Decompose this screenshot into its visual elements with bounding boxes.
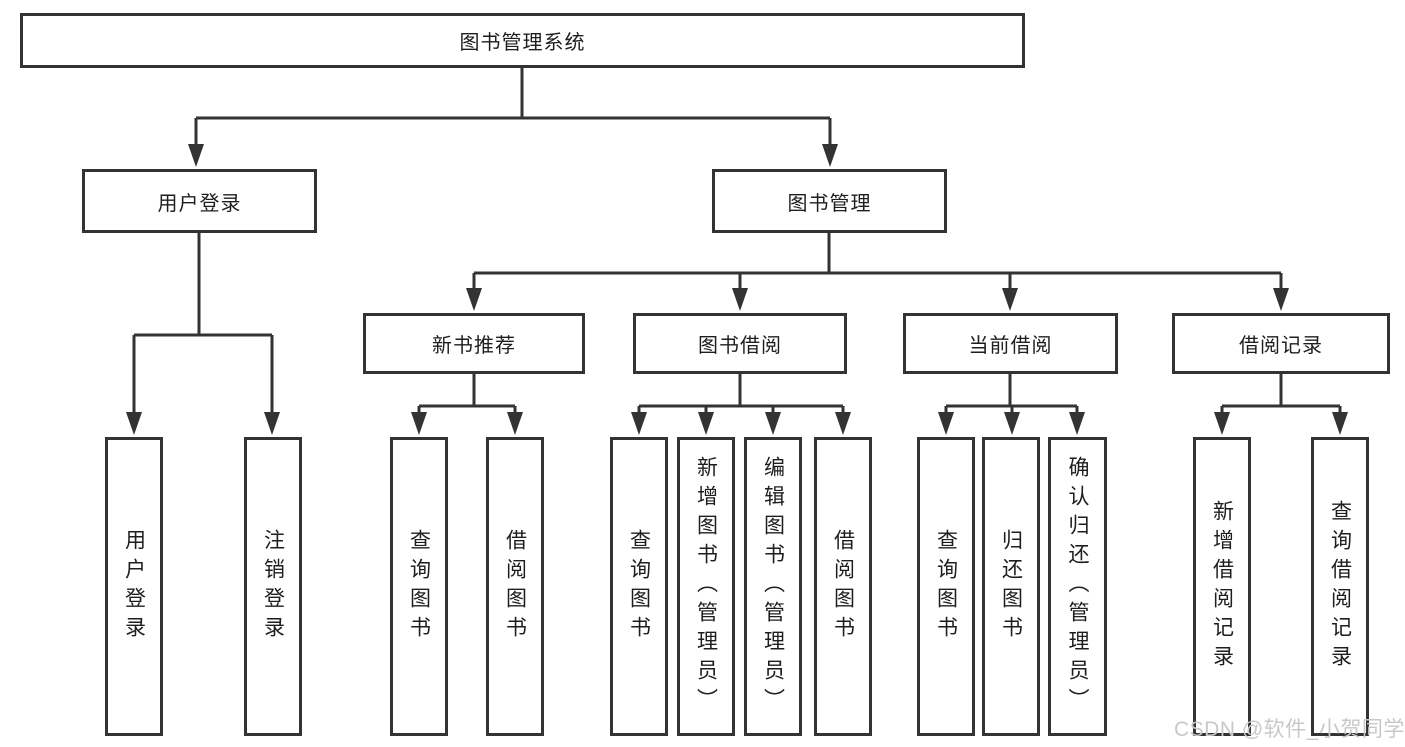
edge-new-book-rec-to-children bbox=[417, 374, 517, 415]
leaf-borrow-books-label: 借阅图书 bbox=[831, 528, 855, 645]
leaf-add-borrow-record: 新增借阅记录 bbox=[1193, 437, 1251, 736]
leaf-query-books-borrow-label: 查询图书 bbox=[627, 528, 651, 645]
node-book-management: 图书管理 bbox=[712, 169, 947, 233]
leaf-confirm-return-admin: 确认归还（管理员） bbox=[1048, 437, 1107, 736]
csdn-watermark: CSDN @软件_小贺同学 bbox=[1174, 718, 1405, 741]
leaf-add-book-admin: 新增图书（管理员） bbox=[677, 437, 735, 736]
edge-current-borrow-to-children bbox=[944, 374, 1079, 415]
leaf-return-book-label: 归还图书 bbox=[999, 528, 1023, 645]
edge-root-to-level2 bbox=[194, 68, 832, 147]
node-current-borrow: 当前借阅 bbox=[903, 313, 1118, 374]
node-system-root: 图书管理系统 bbox=[20, 13, 1025, 68]
leaf-query-books-current: 查询图书 bbox=[917, 437, 975, 736]
leaf-borrow-books-recommend: 借阅图书 bbox=[486, 437, 544, 736]
leaf-query-books-recommend: 查询图书 bbox=[390, 437, 448, 736]
node-user-login-branch: 用户登录 bbox=[82, 169, 317, 233]
leaf-query-borrow-record-label: 查询借阅记录 bbox=[1328, 499, 1352, 674]
leaf-query-books-current-label: 查询图书 bbox=[934, 528, 958, 645]
edge-book-borrow-to-children bbox=[637, 374, 845, 415]
leaf-user-login-label: 用户登录 bbox=[122, 528, 146, 645]
arrowheads bbox=[126, 144, 1348, 435]
edge-user-login-to-children bbox=[132, 233, 274, 415]
leaf-query-books-borrow: 查询图书 bbox=[610, 437, 668, 736]
node-user-login-branch-label: 用户登录 bbox=[157, 192, 242, 215]
leaf-logout: 注销登录 bbox=[244, 437, 302, 736]
leaf-borrow-books-recommend-label: 借阅图书 bbox=[503, 528, 527, 645]
node-book-borrow: 图书借阅 bbox=[633, 313, 847, 374]
leaf-query-borrow-record: 查询借阅记录 bbox=[1311, 437, 1369, 736]
leaf-confirm-return-admin-label: 确认归还（管理员） bbox=[1066, 456, 1089, 717]
leaf-edit-book-admin: 编辑图书（管理员） bbox=[744, 437, 802, 736]
edge-book-mgmt-to-modules bbox=[472, 233, 1283, 291]
leaf-user-login: 用户登录 bbox=[105, 437, 163, 736]
leaf-logout-label: 注销登录 bbox=[261, 528, 285, 645]
leaf-add-book-admin-label: 新增图书（管理员） bbox=[694, 456, 718, 717]
node-new-book-recommend: 新书推荐 bbox=[363, 313, 585, 374]
leaf-add-borrow-record-label: 新增借阅记录 bbox=[1210, 499, 1234, 674]
node-current-borrow-label: 当前借阅 bbox=[968, 335, 1053, 357]
edge-borrow-records-to-children bbox=[1220, 374, 1342, 415]
leaf-edit-book-admin-label: 编辑图书（管理员） bbox=[761, 456, 785, 717]
node-new-book-recommend-label: 新书推荐 bbox=[432, 335, 516, 357]
node-system-root-label: 图书管理系统 bbox=[459, 32, 586, 54]
leaf-query-books-recommend-label: 查询图书 bbox=[407, 528, 431, 645]
node-book-management-label: 图书管理 bbox=[787, 192, 872, 215]
node-borrow-records-label: 借阅记录 bbox=[1239, 335, 1323, 357]
node-borrow-records: 借阅记录 bbox=[1172, 313, 1390, 374]
leaf-return-book: 归还图书 bbox=[982, 437, 1040, 736]
leaf-borrow-books: 借阅图书 bbox=[814, 437, 872, 736]
node-book-borrow-label: 图书借阅 bbox=[698, 335, 782, 357]
